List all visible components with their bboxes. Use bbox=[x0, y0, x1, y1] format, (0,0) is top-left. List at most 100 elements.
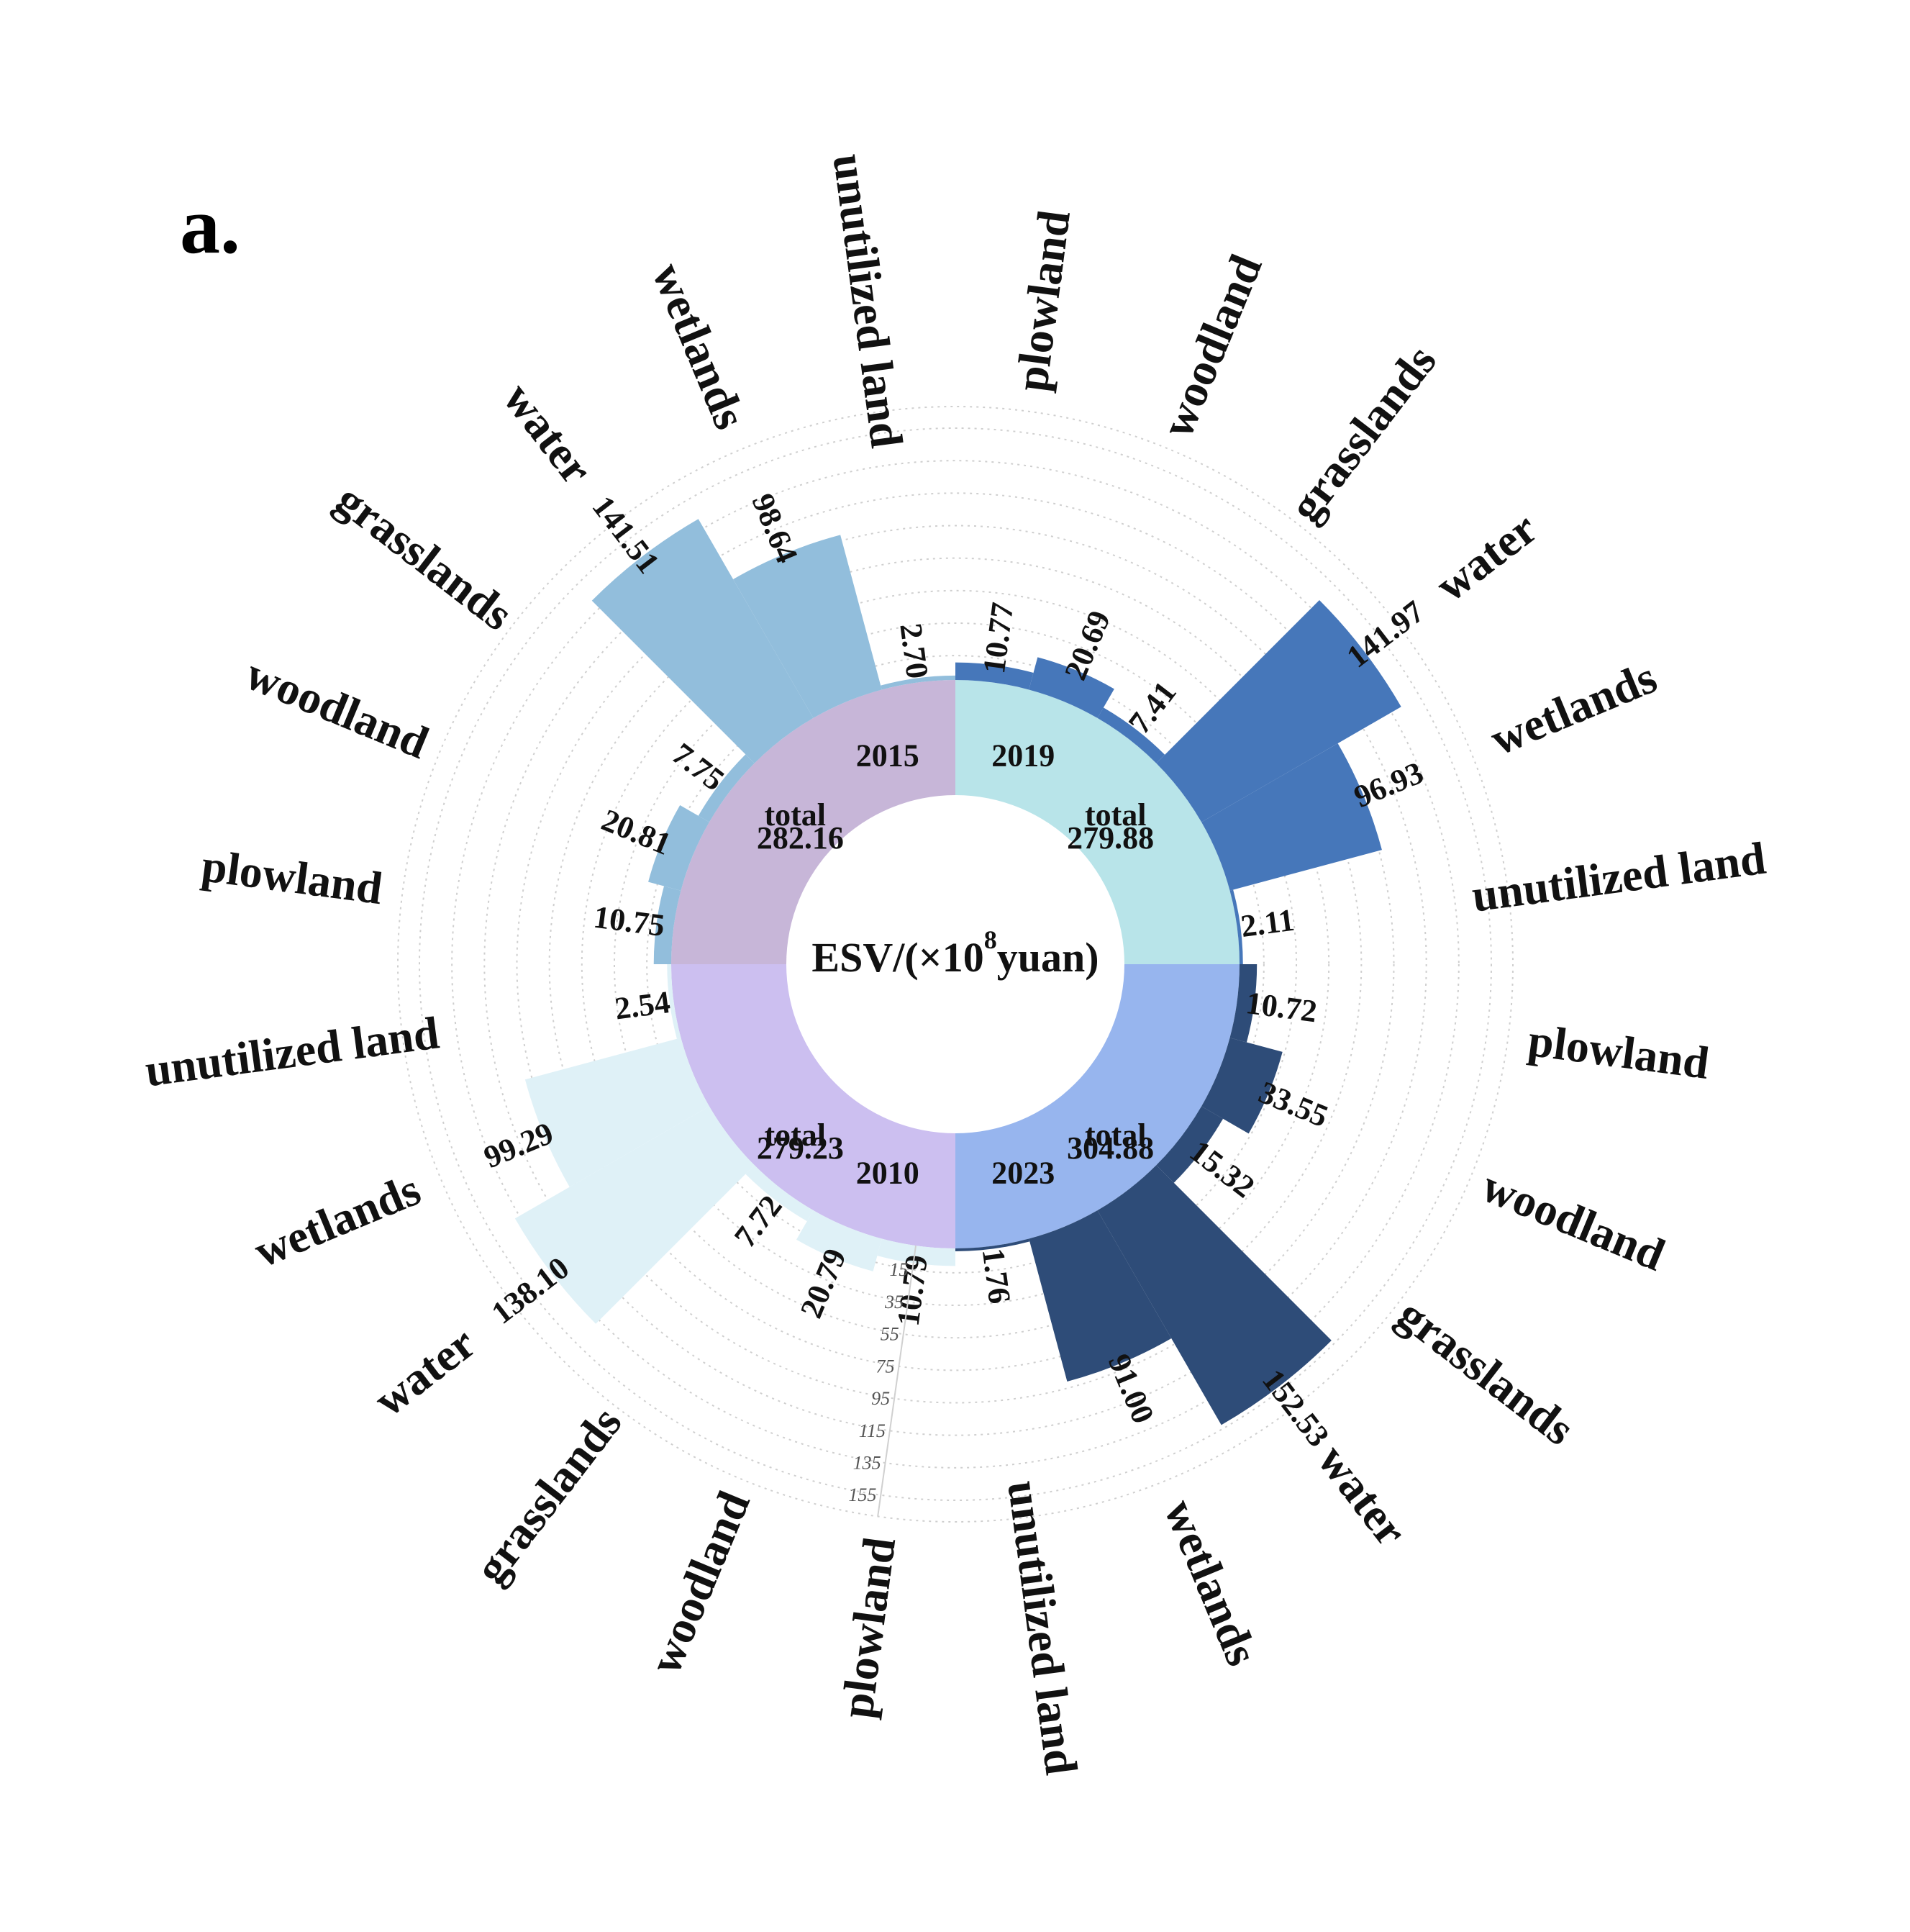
bar-2023-unutilized-land bbox=[955, 1238, 1030, 1251]
year-ring-2019 bbox=[955, 680, 1240, 964]
category-label: unutilized land bbox=[824, 151, 913, 451]
axis-tick-label: 55 bbox=[881, 1324, 899, 1345]
bar-2010-unutilized-land bbox=[667, 964, 681, 1039]
value-label: 99.29 bbox=[479, 1115, 558, 1175]
value-label: 141.97 bbox=[1340, 594, 1431, 675]
value-label: 96.93 bbox=[1349, 755, 1428, 815]
axis-tick-label: 35 bbox=[884, 1292, 904, 1312]
grid-circle bbox=[397, 406, 1514, 1523]
axis-tick-label: 155 bbox=[848, 1484, 876, 1505]
value-label: 2.70 bbox=[893, 621, 935, 681]
category-label: wetlands bbox=[1483, 651, 1664, 765]
category-label: grasslands bbox=[1279, 335, 1446, 531]
axis-tick-label: 15 bbox=[889, 1259, 908, 1280]
grid-circle bbox=[419, 427, 1492, 1501]
bar-2019-water bbox=[1156, 600, 1401, 822]
total-label: total bbox=[764, 797, 826, 833]
axis-tick-label: 115 bbox=[859, 1420, 886, 1441]
bar-2015-unutilized-land bbox=[881, 675, 955, 690]
category-label: woodland bbox=[1475, 1160, 1672, 1281]
category-label: water bbox=[1308, 1435, 1417, 1555]
grid-circle bbox=[516, 525, 1395, 1404]
category-label: grasslands bbox=[465, 1397, 632, 1593]
category-label: woodland bbox=[1151, 248, 1272, 445]
category-label: water bbox=[1426, 502, 1546, 612]
axis-tick-label: 95 bbox=[871, 1388, 890, 1409]
grid-circle bbox=[483, 492, 1427, 1436]
category-label: wetlands bbox=[1155, 1492, 1268, 1673]
year-label: 2010 bbox=[856, 1156, 919, 1191]
category-label: grasslands bbox=[327, 473, 522, 640]
value-label: 10.77 bbox=[976, 600, 1021, 676]
category-label: wetlands bbox=[247, 1164, 428, 1277]
value-label: 20.81 bbox=[596, 802, 676, 862]
grid-circle bbox=[548, 557, 1363, 1371]
axis-tick-label: 75 bbox=[876, 1356, 894, 1377]
grid-circle bbox=[451, 460, 1460, 1469]
category-label: unutilized land bbox=[1469, 833, 1769, 922]
bar-2015-plowland bbox=[653, 886, 681, 964]
bar-2023-woodland bbox=[1201, 1038, 1283, 1134]
total-label: total bbox=[764, 1117, 826, 1153]
value-label: 10.75 bbox=[591, 899, 667, 944]
value-label: 20.79 bbox=[793, 1243, 853, 1323]
value-label: 98.64 bbox=[745, 489, 804, 568]
category-label: unutilized land bbox=[998, 1478, 1087, 1778]
year-label: 2015 bbox=[856, 738, 919, 773]
category-label: water bbox=[365, 1317, 485, 1426]
center-title: ESV/(×108yuan) bbox=[811, 925, 1099, 981]
center-title-main: ESV/(×10 bbox=[811, 934, 983, 981]
category-label: plowland bbox=[199, 840, 386, 914]
value-label: 33.55 bbox=[1254, 1074, 1333, 1134]
year-label: 2023 bbox=[991, 1156, 1055, 1191]
category-label: grasslands bbox=[1388, 1288, 1584, 1455]
grid-circle bbox=[646, 655, 1265, 1274]
panel-label: a. bbox=[180, 181, 240, 271]
bar-2023-plowland bbox=[1229, 964, 1258, 1043]
total-label: total bbox=[1085, 797, 1147, 833]
value-label: 138.10 bbox=[485, 1250, 576, 1331]
year-ring-2023 bbox=[955, 964, 1240, 1248]
bar-2010-wetlands bbox=[524, 1038, 709, 1187]
value-label: 152.53 bbox=[1255, 1363, 1337, 1453]
bar-2015-water bbox=[591, 519, 814, 763]
bar-2015-grasslands bbox=[698, 754, 755, 822]
bar-2019-plowland bbox=[955, 662, 1034, 690]
value-label: 2.54 bbox=[613, 984, 673, 1027]
value-label: 10.72 bbox=[1244, 985, 1319, 1030]
category-label: woodland bbox=[239, 648, 436, 768]
grid-circle bbox=[581, 589, 1330, 1339]
category-label: plowland bbox=[1006, 207, 1080, 394]
bar-2023-grasslands bbox=[1156, 1106, 1224, 1183]
category-label: plowland bbox=[831, 1534, 905, 1721]
bar-2010-plowland bbox=[877, 1238, 955, 1266]
category-label: plowland bbox=[1525, 1015, 1712, 1089]
total-label: total bbox=[1085, 1117, 1147, 1153]
bar-2015-woodland bbox=[648, 805, 709, 891]
total-value: 282.16 bbox=[757, 820, 844, 856]
bar-2023-water bbox=[1097, 1165, 1332, 1425]
bar-2010-woodland bbox=[796, 1210, 882, 1271]
category-label: wetlands bbox=[642, 256, 756, 437]
bar-2019-unutilized-land bbox=[1229, 889, 1243, 964]
year-ring-2010 bbox=[671, 964, 955, 1248]
bar-2019-woodland bbox=[1029, 657, 1114, 718]
bar-2019-wetlands bbox=[1201, 743, 1382, 891]
year-label: 2019 bbox=[991, 738, 1055, 773]
bar-2015-wetlands bbox=[733, 535, 882, 718]
bar-2023-wetlands bbox=[1029, 1210, 1172, 1382]
category-label: woodland bbox=[639, 1484, 760, 1681]
value-label: 1.76 bbox=[976, 1246, 1018, 1306]
bar-2019-grasslands bbox=[1097, 707, 1165, 763]
value-label: 91.00 bbox=[1101, 1349, 1161, 1428]
bar-2010-grasslands bbox=[745, 1165, 814, 1222]
grid-circle bbox=[613, 622, 1298, 1307]
total-value: 279.23 bbox=[757, 1130, 844, 1166]
category-label: unutilized land bbox=[142, 1007, 442, 1096]
bar-2010-water bbox=[514, 1106, 755, 1324]
value-label: 2.11 bbox=[1239, 902, 1296, 944]
center-title-end: yuan) bbox=[997, 934, 1099, 981]
total-value: 304.88 bbox=[1067, 1130, 1154, 1166]
center-title-sup: 8 bbox=[984, 925, 997, 954]
